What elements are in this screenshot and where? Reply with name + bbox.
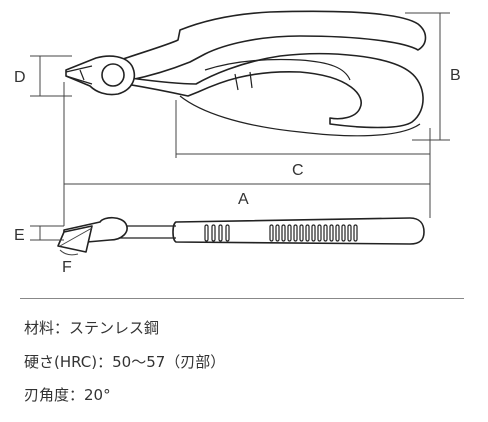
grip-slot: [299, 224, 304, 242]
dimension-b: B: [405, 12, 461, 141]
label-c: C: [292, 162, 304, 179]
grip-slot: [341, 224, 346, 242]
grip-slot: [311, 224, 316, 242]
grip-slot: [287, 224, 292, 242]
grip-slot: [281, 224, 286, 242]
grip-slot: [275, 224, 280, 242]
grip-slots-left: [204, 224, 230, 242]
dimension-a: A: [63, 82, 431, 226]
label-a: A: [238, 191, 249, 208]
pliers-dimension-diagram: D B C A E F: [14, 10, 461, 276]
grip-slot: [335, 224, 340, 242]
label-e: E: [14, 227, 25, 244]
dimension-c: C: [175, 100, 431, 179]
nipper-top-view: [65, 10, 427, 137]
spec-material: 材料：ステンレス鋼: [24, 319, 160, 337]
dimension-d: D: [14, 55, 72, 97]
upper-handle: [119, 10, 427, 81]
dimension-e: E: [14, 225, 64, 244]
side-jaw-tip: [57, 225, 93, 253]
grip-slot: [329, 224, 334, 242]
grip-slots-right: [269, 224, 358, 242]
nipper-side-view: [57, 216, 425, 253]
grip-slot: [305, 224, 310, 242]
label-d: D: [14, 69, 26, 86]
label-b: B: [450, 67, 461, 84]
grip-slot: [293, 224, 298, 242]
dimension-f: F: [59, 227, 93, 276]
lower-handle: [125, 52, 424, 129]
grip-slot: [269, 224, 274, 242]
grip-slot: [317, 224, 322, 242]
divider: [20, 298, 464, 299]
grip-slot: [347, 224, 352, 242]
grip-slot: [353, 224, 358, 242]
label-f: F: [62, 259, 72, 276]
spec-blade-angle: 刃角度：20°: [24, 386, 111, 404]
pivot-bolt: [101, 63, 125, 87]
grip-slot: [323, 224, 328, 242]
spec-hardness: 硬さ(HRC)：50〜57（刃部）: [24, 353, 226, 371]
side-handle: [172, 217, 425, 245]
